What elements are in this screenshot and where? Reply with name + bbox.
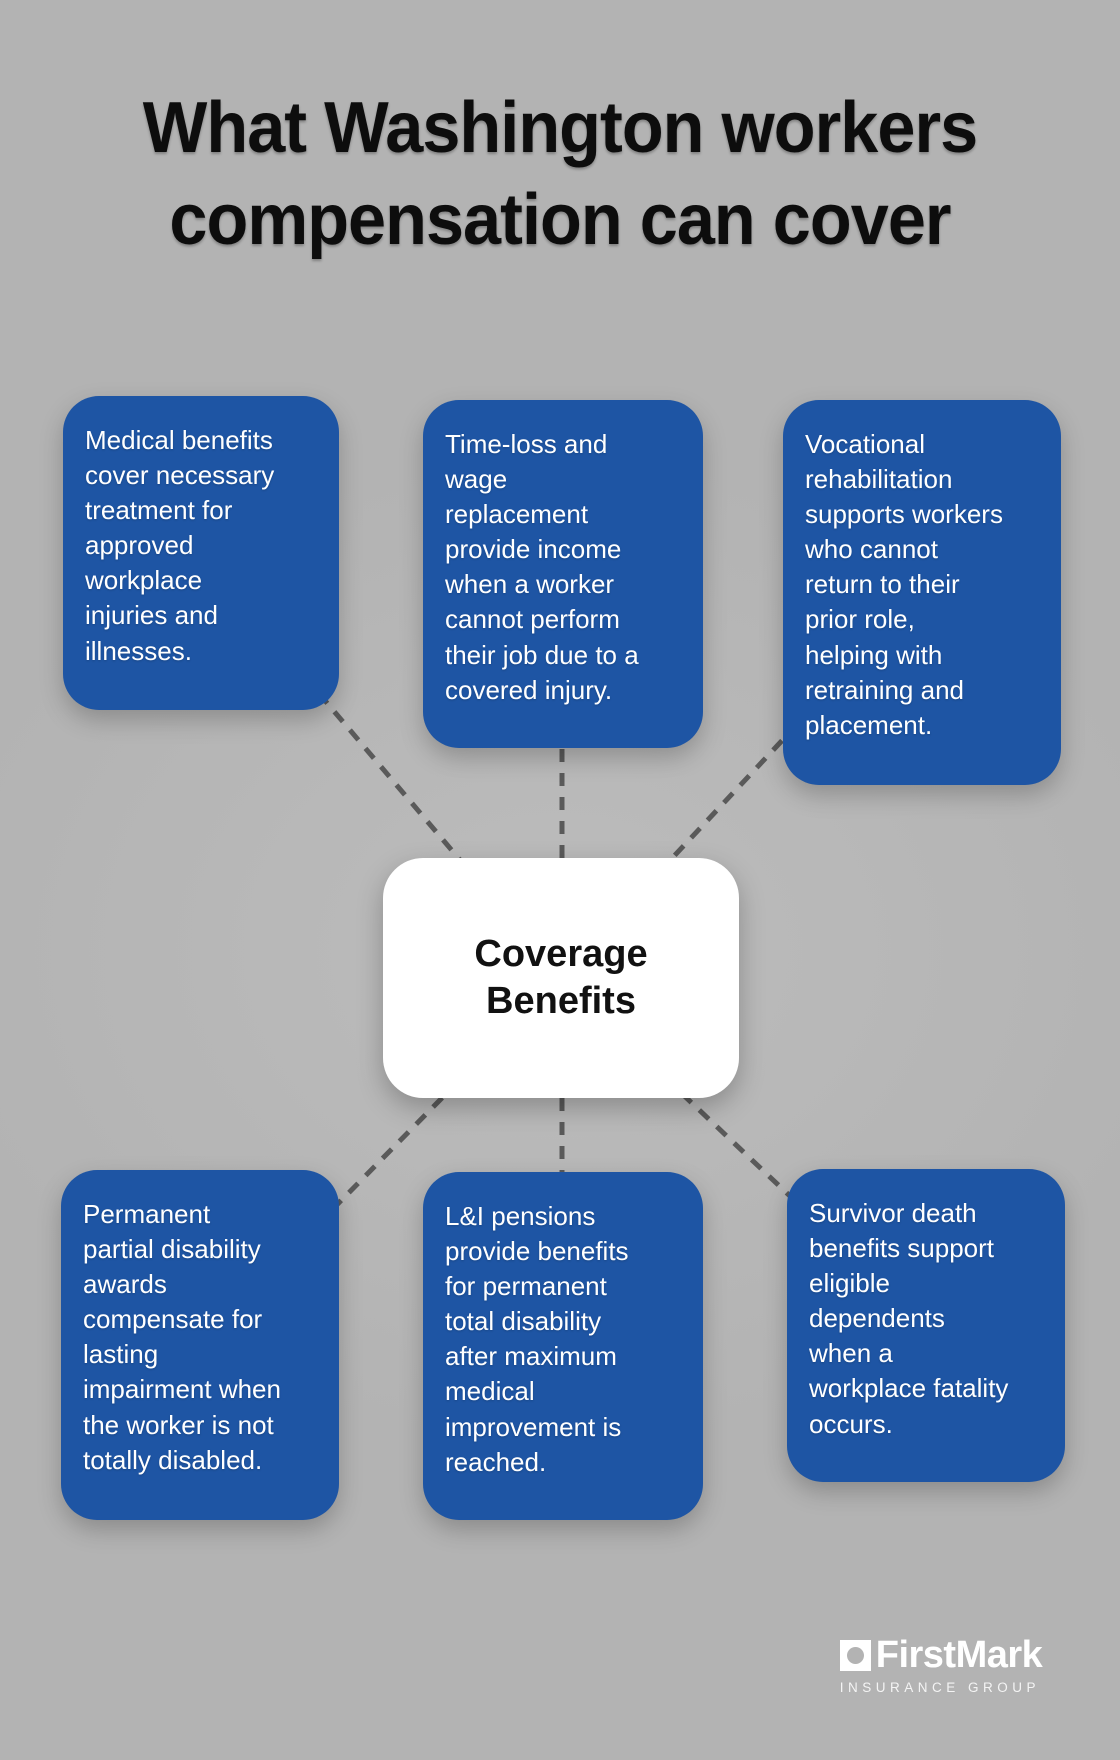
page-title: What Washington workers compensation can… <box>142 88 978 261</box>
logo-mark-icon <box>839 1640 871 1671</box>
node-survivor-death-benefits: Survivor death benefits support eligible… <box>787 1169 1065 1482</box>
brand-tagline: INSURANCE GROUP <box>839 1680 1040 1695</box>
node-vocational-rehabilitation: Vocational rehabilitation supports worke… <box>783 400 1061 785</box>
node-permanent-partial-disability: Permanent partial disability awards comp… <box>61 1170 339 1520</box>
brand-name: FirstMark <box>875 1634 1043 1676</box>
center-node-label: Coverage Benefits <box>474 932 648 1023</box>
node-l-and-i-pensions: L&I pensions provide benefits for perman… <box>423 1172 703 1520</box>
brand-logo: FirstMark INSURANCE GROUP <box>839 1634 1052 1695</box>
center-node: Coverage Benefits <box>383 858 739 1098</box>
node-medical-benefits: Medical benefits cover necessary treatme… <box>63 396 339 710</box>
node-time-loss-wage-replacement: Time-loss and wage replacement provide i… <box>423 400 703 748</box>
